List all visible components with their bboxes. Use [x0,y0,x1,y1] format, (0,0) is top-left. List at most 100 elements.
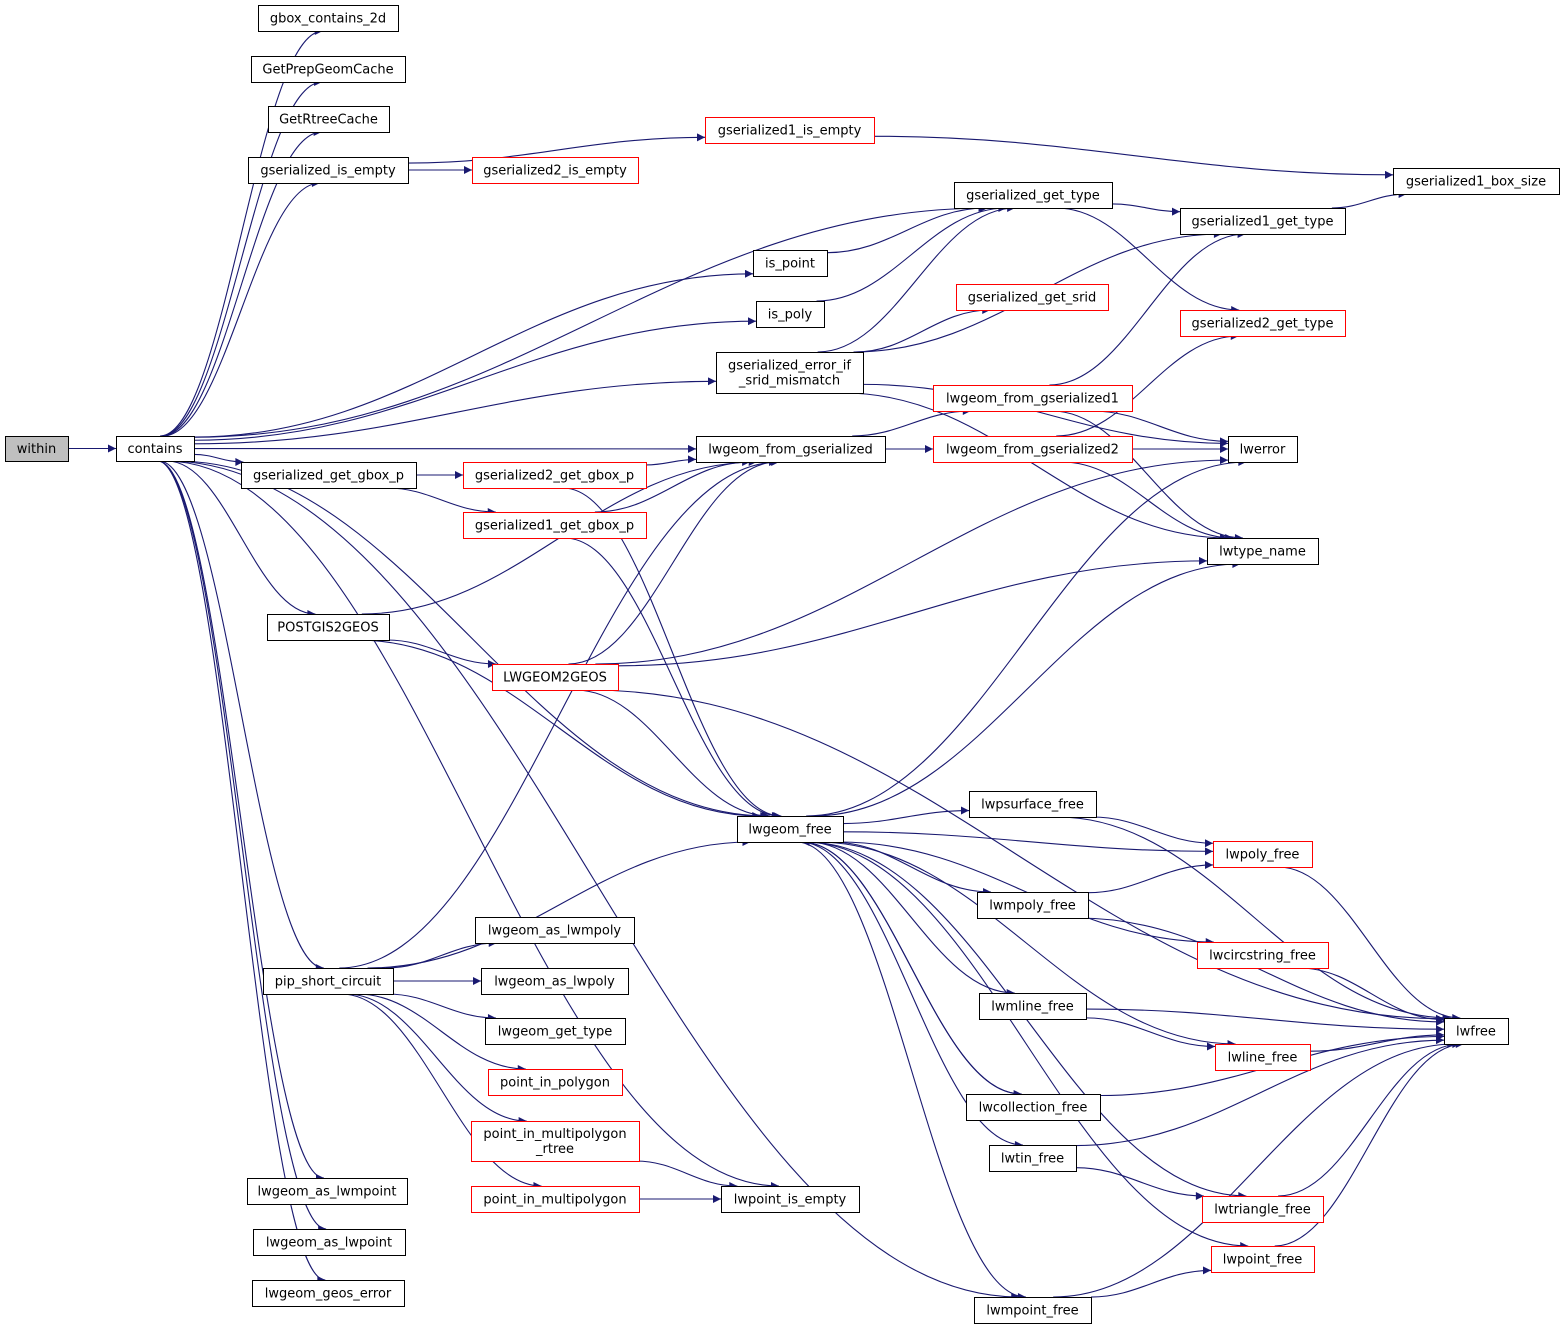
edge-gserialized_error_if_srid_mismatch-to-gserialized_get_type [817,204,1016,353]
node-lwgeom_as_lwpoly[interactable]: lwgeom_as_lwpoly [481,968,629,995]
edge-contains-to-lwgeom_geos_error [157,460,326,1284]
node-pip_short_circuit[interactable]: pip_short_circuit [263,968,394,995]
node-LWGEOM2GEOS[interactable]: LWGEOM2GEOS [492,664,619,691]
node-gserialized_is_empty[interactable]: gserialized_is_empty [248,157,409,184]
edge-lwgeom_free-to-lwtin_free [799,841,1023,1149]
edge-pip_short_circuit-to-point_in_polygon [357,993,526,1073]
node-label: POSTGIS2GEOS [277,621,378,636]
node-box [492,664,619,691]
node-lwmline_free[interactable]: lwmline_free [979,993,1087,1020]
node-lwgeom_geos_error[interactable]: lwgeom_geos_error [252,1280,405,1307]
edge-gserialized_error_if_srid_mismatch-to-lwerror [862,383,1229,448]
node-point_in_multipolygon[interactable]: point_in_multipolygon [471,1186,640,1213]
node-is_point[interactable]: is_point [753,250,828,277]
node-label: lwmline_free [991,1000,1074,1015]
node-GetRtreeCache[interactable]: GetRtreeCache [268,106,390,133]
node-label: gserialized2_get_type [1192,317,1334,332]
node-lwpoly_free[interactable]: lwpoly_free [1213,841,1313,868]
node-label: gserialized1_get_gbox_p [475,519,634,534]
node-lwcollection_free[interactable]: lwcollection_free [966,1094,1101,1121]
edge-gserialized_error_if_srid_mismatch-to-lwtype_name [843,392,1229,542]
node-label: lwpsurface_free [981,798,1084,813]
node-label: gserialized_get_gbox_p [253,469,404,484]
node-label: lwgeom_from_gserialized [708,443,873,458]
node-gserialized1_get_type[interactable]: gserialized1_get_type [1180,208,1346,235]
edge-lwgeom_from_gserialized1-to-lwtype_name [1052,410,1243,542]
node-gserialized2_get_gbox_p[interactable]: gserialized2_get_gbox_p [463,462,647,489]
node-gserialized_error_if_srid_mismatch[interactable]: gserialized_error_if_srid_mismatch [716,352,864,394]
node-point_in_multipolygon_rtree[interactable]: point_in_multipolygon_rtree [471,1121,640,1162]
node-lwpsurface_free[interactable]: lwpsurface_free [969,791,1097,818]
edge-LWGEOM2GEOS-to-lwfree [588,689,1445,1023]
node-lwgeom_free[interactable]: lwgeom_free [737,816,844,843]
node-point_in_polygon[interactable]: point_in_polygon [488,1069,623,1096]
node-lwtriangle_free[interactable]: lwtriangle_free [1202,1196,1324,1223]
edge-lwgeom_from_gserialized2-to-gserialized2_get_type [1056,332,1239,437]
node-box [1213,841,1313,868]
node-lwerror[interactable]: lwerror [1228,436,1298,463]
node-gserialized2_get_type[interactable]: gserialized2_get_type [1180,310,1346,337]
node-label: lwpoint_is_empty [734,1193,847,1208]
node-lwgeom_from_gserialized[interactable]: lwgeom_from_gserialized [696,436,886,463]
node-gserialized_get_type[interactable]: gserialized_get_type [954,182,1113,209]
node-label: gserialized1_box_size [1406,175,1546,190]
node-label: lwgeom_geos_error [265,1287,392,1302]
node-gserialized1_get_gbox_p[interactable]: gserialized1_get_gbox_p [463,512,647,539]
node-box [488,1069,623,1096]
node-box [756,301,825,328]
node-box [475,917,635,944]
edge-lwline_free-to-lwfree [1309,1030,1445,1052]
node-box [1202,1196,1324,1223]
edge-lwcollection_free-to-lwgeom_free [801,838,1022,1095]
node-box [721,1186,860,1213]
node-lwgeom_from_gserialized1[interactable]: lwgeom_from_gserialized1 [933,385,1133,412]
node-box [977,892,1089,919]
node-box [696,436,886,463]
node-box [248,157,409,184]
node-label: lwgeom_from_gserialized1 [946,392,1119,407]
node-gserialized1_is_empty[interactable]: gserialized1_is_empty [705,117,875,144]
node-box [974,1297,1092,1324]
node-lwpoint_free[interactable]: lwpoint_free [1211,1246,1315,1273]
node-lwfree[interactable]: lwfree [1444,1018,1509,1045]
node-lwpoint_is_empty[interactable]: lwpoint_is_empty [721,1186,860,1213]
node-label: lwpoly_free [1226,848,1300,863]
node-gserialized1_box_size[interactable]: gserialized1_box_size [1393,168,1560,195]
node-gserialized_get_srid[interactable]: gserialized_get_srid [956,284,1109,311]
node-lwmpoly_free[interactable]: lwmpoly_free [977,892,1089,919]
node-POSTGIS2GEOS[interactable]: POSTGIS2GEOS [267,614,390,641]
edge-contains-to-lwgeom_as_lwmpoint [157,460,324,1182]
node-GetPrepGeomCache[interactable]: GetPrepGeomCache [251,56,406,83]
node-label: within [17,442,56,457]
edge-is_poly-to-gserialized_get_type [816,204,1007,302]
edge-pip_short_circuit-to-lwgeom_free [367,838,751,969]
edge-lwtin_free-to-lwtriangle_free [1075,1167,1204,1200]
edge-lwgeom_free-to-lwpoly_free [842,831,1214,856]
node-gbox_contains_2d[interactable]: gbox_contains_2d [258,5,399,32]
edge-contains-to-lwmpoint_free [167,460,1020,1301]
node-lwmpoint_free[interactable]: lwmpoint_free [974,1297,1092,1324]
node-gserialized_get_gbox_p[interactable]: gserialized_get_gbox_p [241,462,417,489]
node-within[interactable]: within [5,436,69,462]
node-label: lwcollection_free [979,1101,1088,1116]
node-lwtin_free[interactable]: lwtin_free [989,1145,1077,1172]
edge-gserialized2_get_gbox_p-to-lwgeom_free [563,487,782,820]
edge-lwgeom_free-to-lwtype_name [812,560,1241,817]
edge-lwtriangle_free-to-lwfree [1278,1040,1461,1197]
node-lwline_free[interactable]: lwline_free [1215,1044,1311,1071]
edge-lwgeom_free-to-lwpoint_free [804,841,1249,1250]
edge-layer [68,27,1464,1301]
node-lwgeom_as_lwmpoly[interactable]: lwgeom_as_lwmpoly [475,917,635,944]
node-is_poly[interactable]: is_poly [756,301,825,328]
node-gserialized2_is_empty[interactable]: gserialized2_is_empty [472,157,639,184]
node-lwgeom_from_gserialized2[interactable]: lwgeom_from_gserialized2 [933,436,1133,463]
edge-lwgeom_from_gserialized2-to-lwtype_name [1061,461,1234,542]
node-lwtype_name[interactable]: lwtype_name [1207,538,1319,565]
edge-contains-to-gserialized_get_gbox_p [193,453,244,466]
node-lwgeom_as_lwmpoint[interactable]: lwgeom_as_lwmpoint [247,1178,408,1205]
node-lwgeom_get_type[interactable]: lwgeom_get_type [485,1018,626,1045]
node-lwcircstring_free[interactable]: lwcircstring_free [1197,942,1329,969]
edge-LWGEOM2GEOS-to-lwgeom_from_gserialized [568,458,778,665]
node-lwgeom_as_lwpoint[interactable]: lwgeom_as_lwpoint [253,1229,406,1256]
node-contains[interactable]: contains [116,436,195,462]
